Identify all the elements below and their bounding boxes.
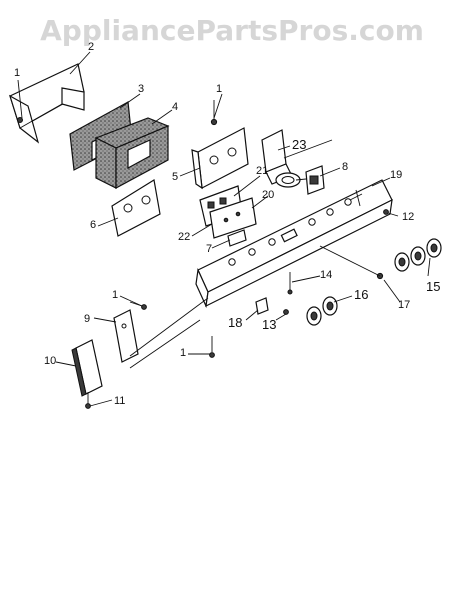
callout-20: 20 bbox=[262, 189, 275, 201]
callout-11: 11 bbox=[114, 395, 126, 407]
part-8-switch bbox=[305, 165, 325, 195]
callout-5: 5 bbox=[172, 171, 179, 183]
callout-1-bottom-screw: 1 bbox=[180, 347, 187, 359]
part-5-bracket bbox=[191, 127, 249, 190]
callout-2: 2 bbox=[88, 41, 95, 53]
callout-23: 23 bbox=[292, 137, 307, 152]
part-19-control-panel bbox=[195, 179, 393, 309]
callout-13: 13 bbox=[262, 317, 277, 332]
part-12-screw bbox=[383, 209, 389, 215]
callout-1-left-screw: 1 bbox=[112, 289, 119, 301]
part-10-side-trim bbox=[71, 339, 103, 397]
part-15-knobs bbox=[394, 238, 442, 272]
part-1-screw-bottom bbox=[209, 336, 215, 358]
callout-9: 9 bbox=[84, 313, 91, 325]
callout-6: 6 bbox=[90, 219, 97, 231]
callout-7: 7 bbox=[206, 243, 213, 255]
callout-18: 18 bbox=[228, 315, 243, 330]
part-1-screw-left bbox=[129, 301, 147, 310]
part-7-clip bbox=[227, 229, 247, 247]
callout-19: 19 bbox=[390, 169, 403, 181]
part-2-top-cover bbox=[8, 63, 85, 144]
callout-1-top-screw: 1 bbox=[216, 83, 223, 95]
callout-3: 3 bbox=[138, 83, 145, 95]
part-14-clip bbox=[287, 272, 293, 295]
leader-lines bbox=[17, 51, 431, 407]
part-21-22-switch-block bbox=[199, 185, 257, 239]
callout-22: 22 bbox=[178, 231, 191, 243]
part-23-bracket bbox=[261, 129, 333, 185]
watermark-text: AppliancePartsPros.com bbox=[40, 14, 424, 47]
part-18-block bbox=[255, 297, 289, 315]
part-6-shield bbox=[111, 179, 161, 237]
callout-4: 4 bbox=[172, 101, 179, 113]
callout-14: 14 bbox=[320, 269, 333, 281]
callout-10: 10 bbox=[44, 355, 57, 367]
part-4-insulation-block bbox=[94, 117, 170, 190]
callout-16: 16 bbox=[354, 287, 369, 302]
callout-17: 17 bbox=[398, 299, 411, 311]
part-16-knobs bbox=[306, 296, 338, 326]
part-9-end-bracket bbox=[113, 309, 139, 363]
callout-12: 12 bbox=[402, 211, 415, 223]
callout-8: 8 bbox=[342, 161, 349, 173]
part-20-ring bbox=[275, 172, 317, 188]
callout-1-top-left: 1 bbox=[14, 67, 21, 79]
callout-21: 21 bbox=[256, 165, 269, 177]
callout-15: 15 bbox=[426, 279, 441, 294]
